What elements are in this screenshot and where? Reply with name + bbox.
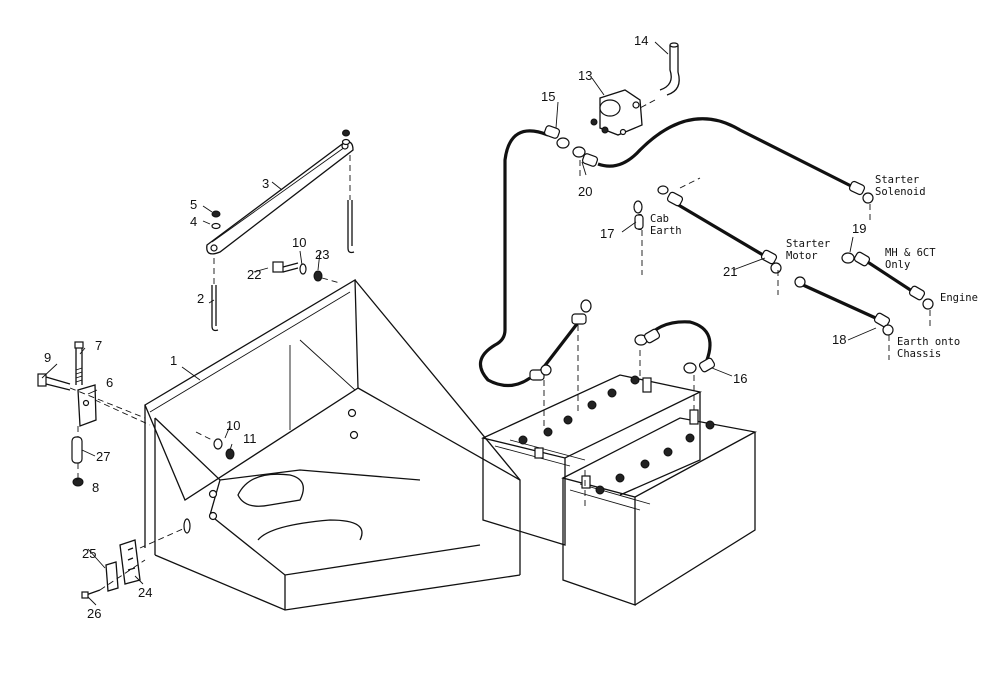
note-starter-motor-2: Motor [786,250,818,262]
cable-runs [478,117,916,388]
callout-19: 19 [852,221,866,236]
note-mh-6ct-1: MH & 6CT [885,247,936,259]
note-starter-motor-1: Starter [786,238,830,250]
callout-25: 25 [82,546,96,561]
note-earth-chassis-2: Chassis [897,348,941,360]
callout-8: 8 [92,480,99,495]
j-bolt-right [347,200,355,254]
callout-11: 11 [243,431,257,446]
note-earth-chassis-1: Earth onto [897,336,960,348]
callout-5: 5 [190,197,197,212]
note-mh-6ct-2: Only [885,259,910,271]
leader-lines [41,41,877,606]
battery-front [561,409,757,606]
callout-17: 17 [600,226,614,241]
callout-9: 9 [44,350,51,365]
callout-13: 13 [578,68,592,83]
note-cab-earth-2: Earth [650,225,682,237]
callout-23: 23 [315,247,329,262]
nut-5 [211,210,221,218]
callout-10-lower: 10 [226,418,240,433]
callout-7: 7 [95,338,102,353]
callout-22: 22 [247,267,261,282]
callout-2: 2 [197,291,204,306]
callout-27: 27 [96,449,110,464]
callout-3: 3 [262,176,269,191]
callout-20: 20 [578,184,592,199]
bolt-22-assembly [272,261,341,284]
callout-14: 14 [634,33,648,48]
hold-down-strap [206,141,354,255]
callout-16: 16 [733,371,747,386]
clamp-assembly [81,527,186,599]
pivot-bracket-assembly [37,341,151,487]
cable-terminals [529,125,934,381]
washer-4 [211,222,221,230]
battery-tray [144,278,521,611]
callout-1: 1 [170,353,177,368]
callout-10-upper: 10 [292,235,306,250]
note-starter-solenoid-2: Solenoid [875,186,926,198]
callout-6: 6 [106,375,113,390]
guide-lines [543,99,931,510]
nut-11 [225,448,235,460]
note-starter-solenoid-1: Starter [875,174,919,186]
note-engine: Engine [940,292,978,304]
callout-4: 4 [190,214,197,229]
annotation-notes: Starter Solenoid Cab Earth Starter Motor… [650,174,978,360]
battery-rear [481,374,702,546]
callout-15: 15 [541,89,555,104]
callout-18: 18 [832,332,846,347]
note-cab-earth-1: Cab [650,213,669,225]
callout-21: 21 [723,264,737,279]
callout-24: 24 [138,585,152,600]
hose-14 [659,45,680,96]
starter-solenoid [590,89,643,136]
j-bolt-left [211,285,219,332]
washer-10 [213,438,223,450]
callout-numbers: 1 2 3 4 5 6 7 8 9 10 10 11 13 14 15 16 1… [44,33,866,621]
callout-26: 26 [87,606,101,621]
